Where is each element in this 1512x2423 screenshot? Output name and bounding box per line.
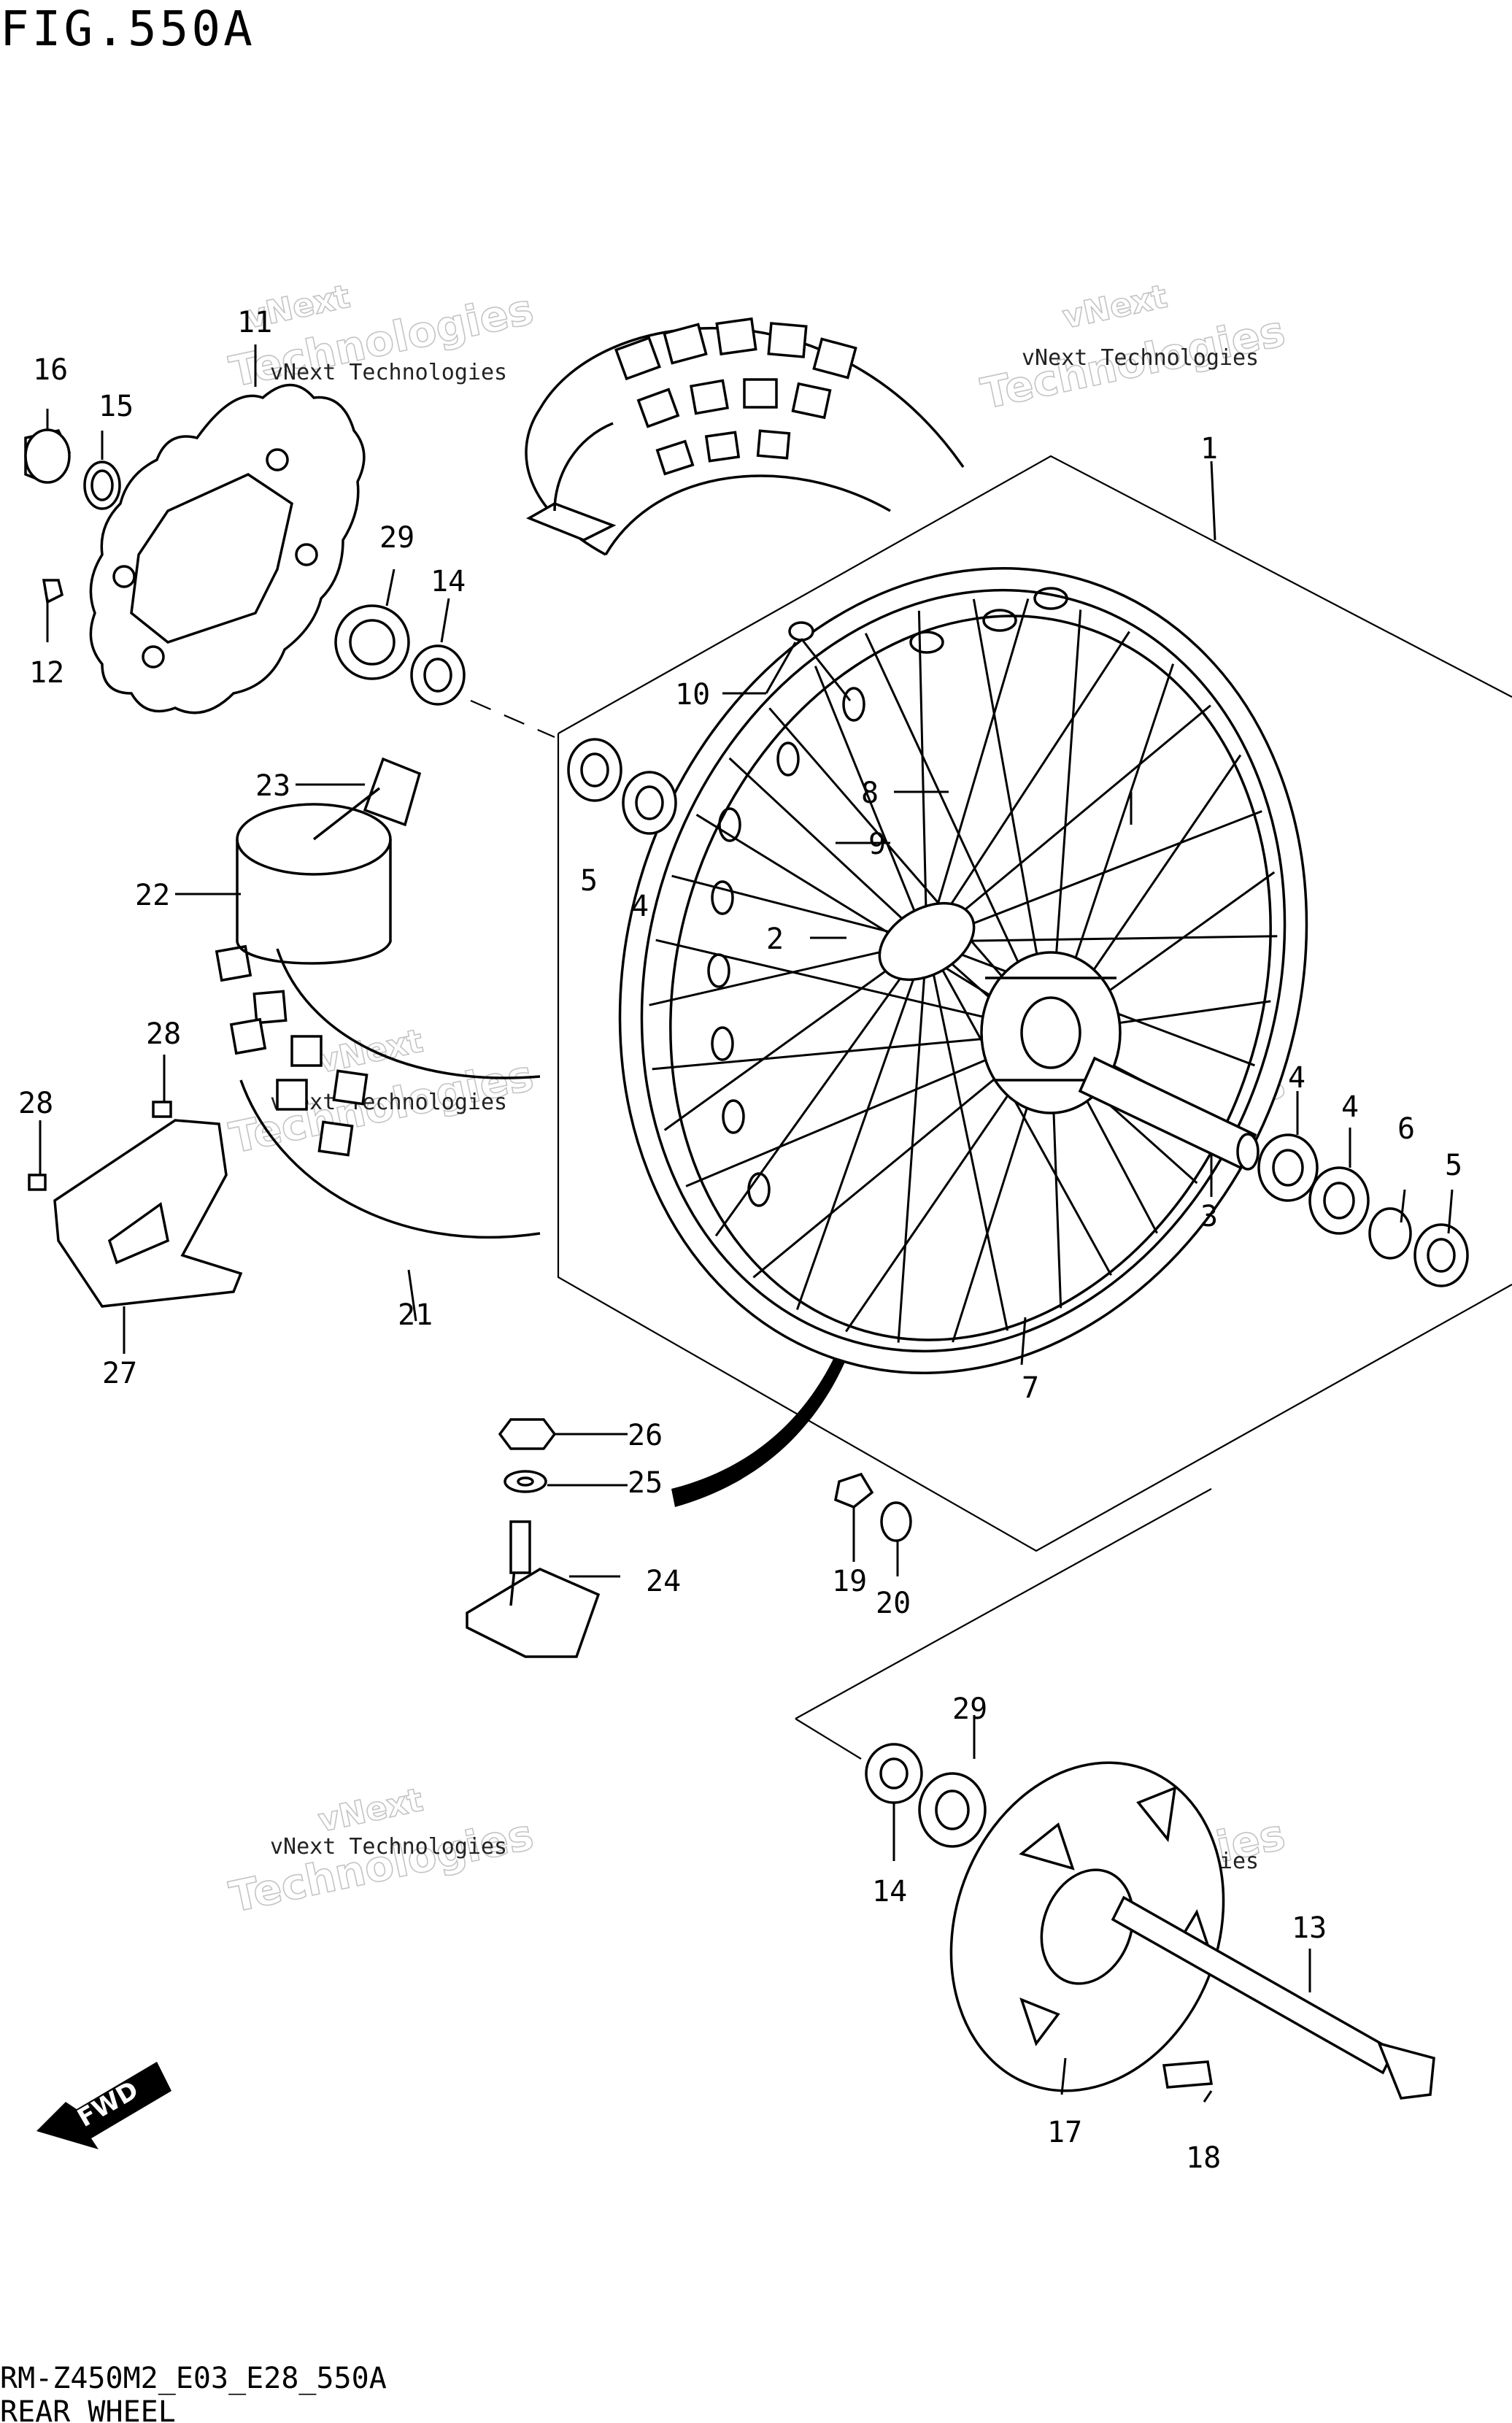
callout-22: 22 xyxy=(135,879,170,912)
svg-text:vNext Technologies: vNext Technologies xyxy=(270,1090,507,1115)
callout-numbers: 1 2 3 4 4 4 5 5 6 7 8 9 10 11 12 13 14 1… xyxy=(18,306,1462,2175)
svg-text:vNext: vNext xyxy=(315,1781,426,1840)
diagram-code: RM-Z450M2_E03_E28_550A xyxy=(0,2362,387,2395)
callout-26: 26 xyxy=(628,1419,663,1452)
callout-25: 25 xyxy=(628,1466,663,1500)
spoke xyxy=(897,941,928,1343)
brake-disc-part-11 xyxy=(89,383,366,714)
callout-19: 19 xyxy=(832,1565,867,1598)
wheel-assembly xyxy=(618,567,1308,1374)
spoke xyxy=(795,941,928,1310)
spoke xyxy=(663,940,927,1131)
callout-28-a: 28 xyxy=(146,1017,181,1051)
callout-12: 12 xyxy=(29,656,64,690)
callout-4-right-b: 4 xyxy=(1341,1090,1359,1124)
mousse-part-22 xyxy=(236,757,422,965)
watermark-2: vNext Technologies vNext Technologies xyxy=(976,277,1289,420)
callout-29-top: 29 xyxy=(379,521,414,555)
callout-10: 10 xyxy=(675,678,710,712)
tire-part-21 xyxy=(215,317,965,1239)
callout-5-left: 5 xyxy=(580,864,598,898)
callout-21: 21 xyxy=(398,1298,433,1332)
lower-small-parts xyxy=(833,1472,1214,2089)
spoke xyxy=(917,610,928,942)
svg-text:vNext: vNext xyxy=(1060,278,1170,336)
svg-text:vNext Technologies: vNext Technologies xyxy=(1022,345,1259,371)
callout-8: 8 xyxy=(861,777,879,810)
callout-20: 20 xyxy=(876,1587,911,1620)
watermark-5: vNext Technologies vNext Technologies xyxy=(225,1781,538,1923)
axle-part-13 xyxy=(1111,1895,1435,2100)
watermark-3: vNext Technologies vNext Technologies xyxy=(225,1022,538,1164)
spoke xyxy=(925,598,1030,942)
callout-13: 13 xyxy=(1292,1911,1327,1945)
spoke xyxy=(814,666,928,942)
bearings-and-seals xyxy=(567,738,1469,1287)
svg-text:vNext Technologies: vNext Technologies xyxy=(270,1834,507,1860)
spoke xyxy=(728,757,928,943)
callout-5-right: 5 xyxy=(1445,1149,1462,1182)
chain-guide-part-27 xyxy=(28,1101,243,1308)
spoke xyxy=(925,631,1130,942)
callout-11: 11 xyxy=(237,306,272,339)
callout-14-top: 14 xyxy=(431,565,466,598)
callout-4-right-a: 4 xyxy=(1288,1061,1305,1095)
rim-lock-parts xyxy=(466,1328,857,1658)
callout-2: 2 xyxy=(766,922,784,956)
fwd-arrow-icon: FWD xyxy=(36,2062,171,2149)
callout-6: 6 xyxy=(1397,1112,1415,1146)
diagram-caption: REAR WHEEL xyxy=(0,2395,176,2423)
spoke xyxy=(714,941,928,1237)
callout-1: 1 xyxy=(1200,432,1218,466)
callout-15: 15 xyxy=(99,390,134,423)
tire-lower-tread xyxy=(215,944,369,1157)
small-parts-top-left xyxy=(24,428,466,706)
spoke xyxy=(925,941,1113,1276)
callout-7: 7 xyxy=(1022,1371,1039,1405)
hub-axle-3 xyxy=(1078,1056,1260,1171)
spoke xyxy=(926,704,1211,943)
callout-29-bottom: 29 xyxy=(952,1692,987,1726)
valve-10 xyxy=(788,621,852,701)
svg-text:vNext: vNext xyxy=(315,1022,426,1081)
svg-text:vNext Technologies: vNext Technologies xyxy=(270,360,507,385)
figure-title: FIG.550A xyxy=(0,1,255,57)
spoke xyxy=(926,810,1262,943)
callout-4-left: 4 xyxy=(631,890,649,923)
callout-3: 3 xyxy=(1200,1200,1218,1233)
spoke xyxy=(926,935,1278,943)
callout-24: 24 xyxy=(646,1565,681,1598)
callout-leaders xyxy=(39,344,1454,2103)
callout-27: 27 xyxy=(102,1357,137,1390)
callout-9: 9 xyxy=(868,828,886,861)
tire-tread-blocks xyxy=(614,317,857,476)
callout-16: 16 xyxy=(33,353,68,387)
callout-23: 23 xyxy=(255,769,290,803)
callout-14-bottom: 14 xyxy=(872,1875,907,1908)
callout-18: 18 xyxy=(1186,2141,1221,2175)
callout-28-b: 28 xyxy=(18,1087,53,1120)
callout-17: 17 xyxy=(1047,2116,1082,2149)
